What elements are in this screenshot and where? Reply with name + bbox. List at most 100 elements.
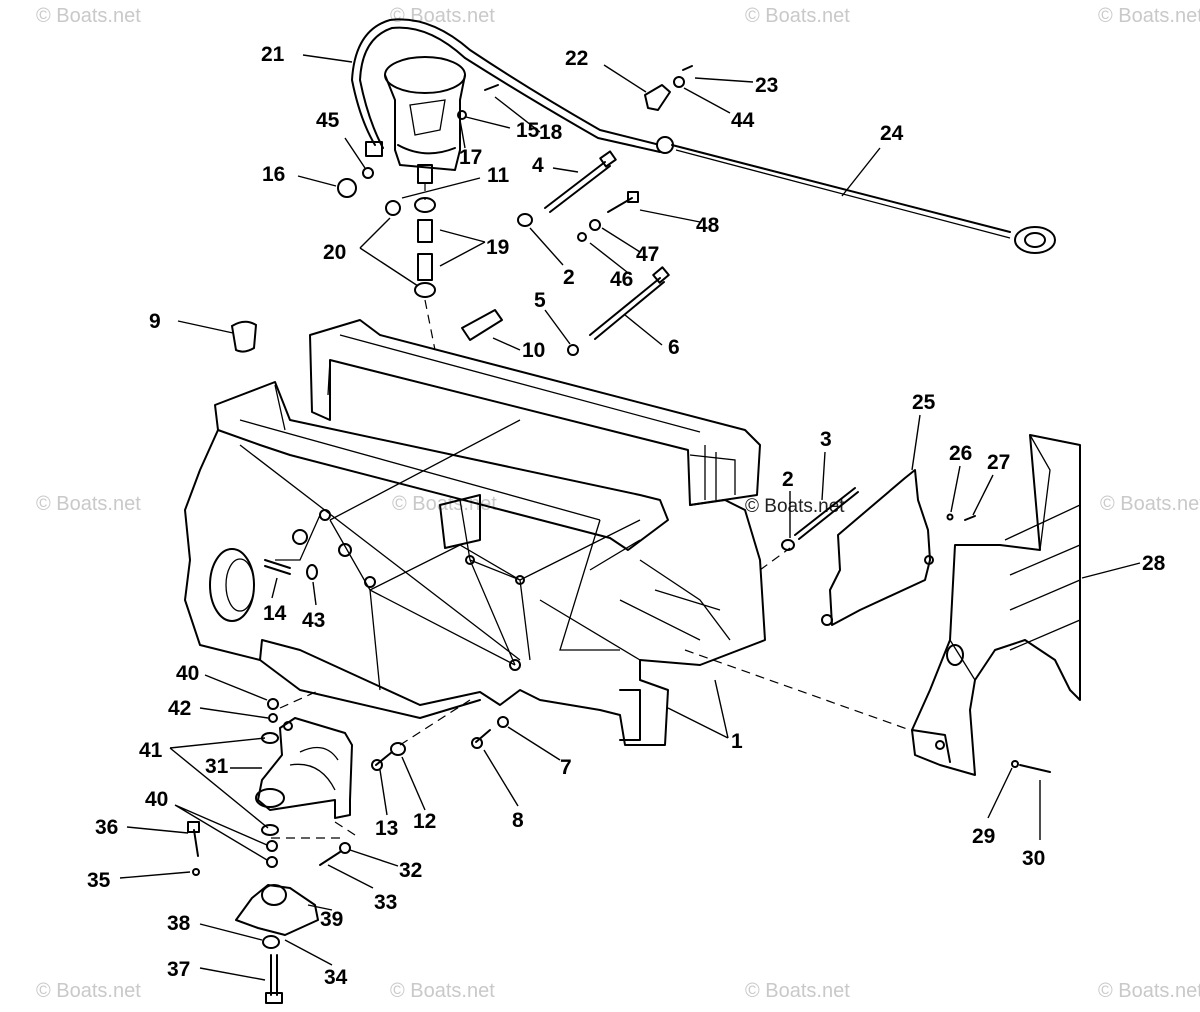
callout-30: 30 — [1022, 847, 1045, 870]
callout-18: 18 — [539, 121, 563, 144]
callout-31: 31 — [205, 755, 229, 778]
callout-6: 6 — [668, 336, 680, 359]
plug-part-16 — [337, 178, 357, 198]
bolt-part-3 — [794, 487, 856, 536]
mount-bracket-part-31 — [255, 698, 353, 819]
callout-17: 17 — [459, 146, 482, 169]
callout-38: 38 — [167, 912, 191, 935]
callout-42: 42 — [168, 697, 191, 720]
leader-lines — [119, 54, 1141, 981]
callout-35: 35 — [87, 869, 111, 892]
callout-11: 11 — [487, 164, 510, 187]
lower-mount-part-34 — [187, 821, 351, 1004]
callout-40-upper: 40 — [176, 662, 199, 685]
callout-1: 1 — [731, 730, 743, 753]
nut-part-5 — [567, 344, 579, 356]
bracket-part-22 — [644, 84, 671, 111]
callout-2-side: 2 — [782, 468, 794, 491]
callout-15: 15 — [516, 119, 540, 142]
watermark-bottom-center-right: © Boats.net — [745, 980, 850, 1002]
callout-46: 46 — [610, 268, 633, 291]
watermark-mid-left: © Boats.net — [36, 493, 141, 515]
hardware-lower-center — [371, 716, 509, 771]
washer-part-29 — [1011, 760, 1019, 768]
dipstick-part-24 — [671, 144, 1056, 254]
callout-48: 48 — [696, 214, 720, 237]
callout-10: 10 — [522, 339, 545, 362]
washer-part-42 — [268, 713, 278, 723]
stud-part-6 — [589, 277, 661, 336]
callout-26: 26 — [949, 442, 972, 465]
callout-22: 22 — [565, 47, 588, 70]
callout-47: 47 — [636, 243, 659, 266]
callout-numbers: 21 22 23 45 15 18 44 24 16 17 4 11 48 20… — [87, 43, 1166, 989]
washer-part-41-lower — [261, 824, 279, 836]
callout-34: 34 — [324, 966, 348, 989]
callout-5: 5 — [534, 289, 546, 312]
nut-part-40-lower-a — [266, 840, 278, 852]
cover-plate-part-25 — [781, 469, 976, 626]
washer-part-2-top — [517, 213, 533, 227]
callout-40-lower: 40 — [145, 788, 168, 811]
alignment-lines — [270, 182, 911, 839]
sleeve-part-19-a — [417, 219, 433, 243]
callout-32: 32 — [399, 859, 422, 882]
bolt-part-13 — [375, 751, 393, 766]
washer-part-2-side — [781, 539, 795, 551]
oil-filter-assembly — [351, 18, 674, 184]
watermark-bottom-center-left: © Boats.net — [390, 980, 495, 1002]
callout-19: 19 — [486, 236, 509, 259]
washer-part-15 — [457, 110, 467, 120]
callout-39: 39 — [320, 908, 343, 931]
screw-part-23 — [682, 65, 693, 71]
hardware-top — [230, 65, 693, 356]
callout-20: 20 — [323, 241, 346, 264]
callout-12: 12 — [413, 810, 436, 833]
stud-part-14 — [264, 559, 291, 569]
callout-45: 45 — [316, 109, 340, 132]
bolt-part-8 — [475, 729, 491, 743]
screw-part-27 — [964, 515, 976, 521]
callout-33: 33 — [374, 891, 397, 914]
exhaust-housing-part-1 — [184, 319, 766, 746]
nut-part-40-lower-b — [266, 856, 278, 868]
callout-8: 8 — [512, 809, 524, 832]
washer-part-12 — [390, 742, 406, 756]
sleeve-part-19-b — [417, 253, 433, 281]
callout-36: 36 — [95, 816, 118, 839]
callout-16: 16 — [262, 163, 285, 186]
callout-9: 9 — [149, 310, 161, 333]
clamp-part-45 — [362, 167, 374, 179]
callout-44: 44 — [731, 109, 755, 132]
washer-part-26 — [946, 513, 954, 521]
watermark-top-right: © Boats.net — [1098, 5, 1200, 27]
washer-part-35 — [192, 868, 200, 876]
callout-28: 28 — [1142, 552, 1166, 575]
callout-41: 41 — [139, 739, 163, 762]
callout-27: 27 — [987, 451, 1010, 474]
callout-3: 3 — [820, 428, 832, 451]
screw-part-18 — [484, 84, 499, 91]
callout-7: 7 — [560, 756, 572, 779]
washer-part-46 — [577, 232, 587, 242]
fitting-part-20-bottom — [414, 282, 436, 298]
washer-part-38 — [262, 935, 280, 949]
watermark-top-left: © Boats.net — [36, 5, 141, 27]
bolt-part-36 — [193, 829, 199, 857]
watermark-top-center-right: © Boats.net — [745, 5, 850, 27]
washer-part-32 — [339, 842, 351, 854]
bolt-part-33 — [319, 851, 341, 866]
fitting-part-20-top — [385, 200, 401, 216]
callout-21: 21 — [261, 43, 285, 66]
watermark-bottom-left: © Boats.net — [36, 980, 141, 1002]
nut-part-11 — [414, 197, 436, 213]
callout-43: 43 — [302, 609, 325, 632]
watermark-mid-far-right: © Boats.net — [1100, 493, 1200, 515]
watermark-top-center-left: © Boats.net — [390, 5, 495, 27]
stud-part-4 — [544, 161, 606, 209]
washer-part-44 — [673, 76, 685, 88]
callout-14: 14 — [263, 602, 287, 625]
callout-29: 29 — [972, 825, 995, 848]
